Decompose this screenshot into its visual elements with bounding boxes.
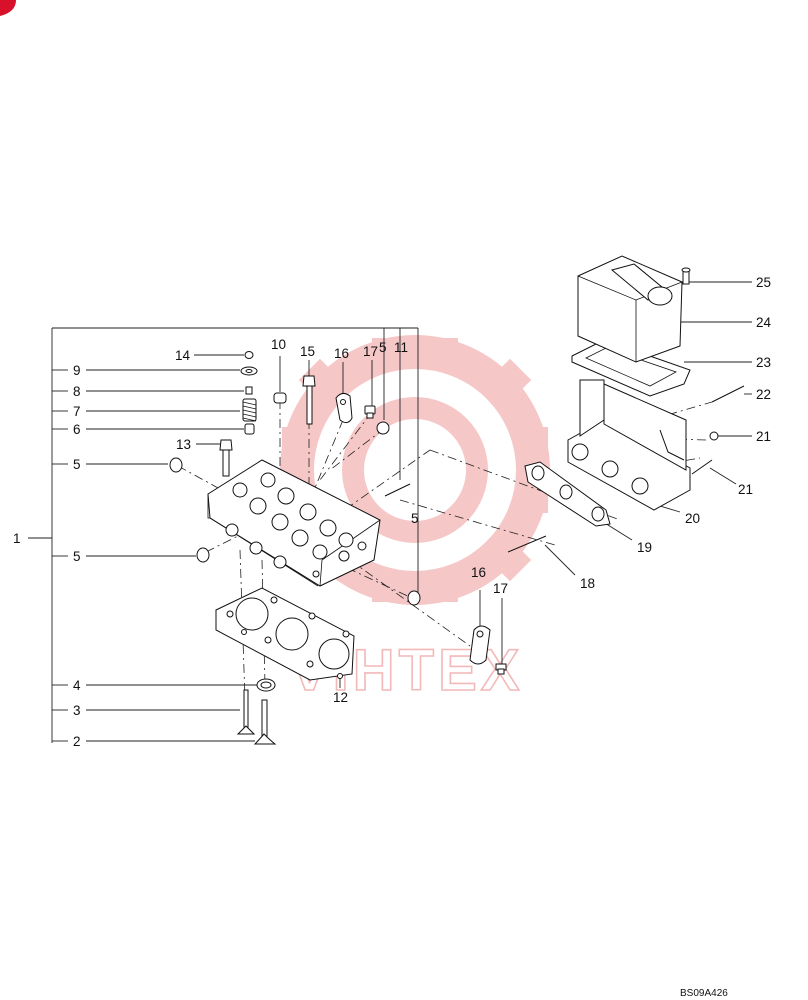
callout-5-right: 5: [411, 511, 419, 526]
part-5-plug-right: [407, 590, 421, 606]
callout-19: 19: [637, 540, 652, 555]
part-5-plug-mid: [196, 547, 210, 563]
part-17-bolt-upper: [364, 405, 376, 419]
callout-24: 24: [756, 315, 772, 330]
callout-12: 12: [333, 690, 348, 705]
callout-18: 18: [580, 576, 595, 591]
part-8-collet: [245, 386, 253, 395]
part-11-stud: [384, 483, 411, 497]
callout-2: 2: [73, 734, 81, 749]
watermark-logo: [280, 335, 550, 605]
callout-1: 1: [13, 531, 21, 546]
callout-25: 25: [756, 275, 771, 290]
callout-17-bottom: 17: [493, 581, 508, 596]
part-22-bolt: [711, 385, 745, 403]
part-16-bracket-lower: [469, 625, 491, 665]
part-5-plug-left: [169, 457, 183, 473]
callout-15: 15: [300, 344, 315, 359]
part-3-valve: [236, 689, 256, 735]
part-19-gasket: [524, 461, 611, 527]
callout-20: 20: [685, 511, 700, 526]
callout-6: 6: [73, 422, 81, 437]
callout-13: 13: [176, 437, 191, 452]
part-24-muffler: [577, 255, 683, 363]
callout-9: 9: [73, 363, 81, 378]
part-16-bracket-upper: [335, 392, 353, 424]
callout-14: 14: [175, 348, 191, 363]
callout-7: 7: [73, 404, 81, 419]
callout-4: 4: [73, 678, 81, 693]
callout-23: 23: [756, 355, 771, 370]
part-2-valve: [253, 699, 277, 745]
callout-21-top: 21: [756, 429, 771, 444]
part-5-plug-top: [376, 421, 390, 435]
assembly-bracket: [28, 327, 419, 743]
callout-5-mid: 5: [73, 549, 81, 564]
callout-22: 22: [756, 387, 771, 402]
part-18-stud: [507, 535, 547, 553]
callout-16-bottom: 16: [471, 565, 486, 580]
callout-5-top: 5: [379, 340, 387, 355]
part-10-cap: [273, 392, 287, 404]
cylinder-head: [207, 459, 381, 587]
callout-21-bottom: 21: [738, 482, 753, 497]
part-25-bolt: [681, 267, 691, 285]
part-21-nut: [709, 431, 719, 441]
corner-marker: [0, 0, 16, 16]
leader-lines: [52, 281, 752, 742]
drawing-code: BS09A426: [680, 988, 728, 999]
callout-3: 3: [73, 703, 81, 718]
callout-11: 11: [394, 340, 408, 355]
callouts: 1 2 3 4 5 5 5 5 6 7 8 9 10 11 12 13 14 1…: [13, 275, 772, 749]
callout-17-top: 17: [363, 344, 378, 359]
callout-16-top: 16: [334, 346, 349, 361]
part-6-seal: [244, 423, 255, 435]
part-15-bolt: [302, 375, 316, 425]
callout-10: 10: [271, 337, 286, 352]
part-13-bolt: [219, 439, 233, 477]
callout-8: 8: [73, 384, 81, 399]
part-14-cap: [244, 351, 254, 359]
part-12-gasket: [215, 587, 355, 681]
part-17-bolt-lower: [495, 663, 507, 675]
part-20-manifold: [567, 379, 691, 511]
part-21-bolt: [691, 459, 713, 475]
callout-5-left: 5: [73, 457, 81, 472]
part-9-washer: [240, 366, 258, 376]
part-4-ring: [256, 678, 276, 692]
part-7-spring: [242, 398, 257, 422]
